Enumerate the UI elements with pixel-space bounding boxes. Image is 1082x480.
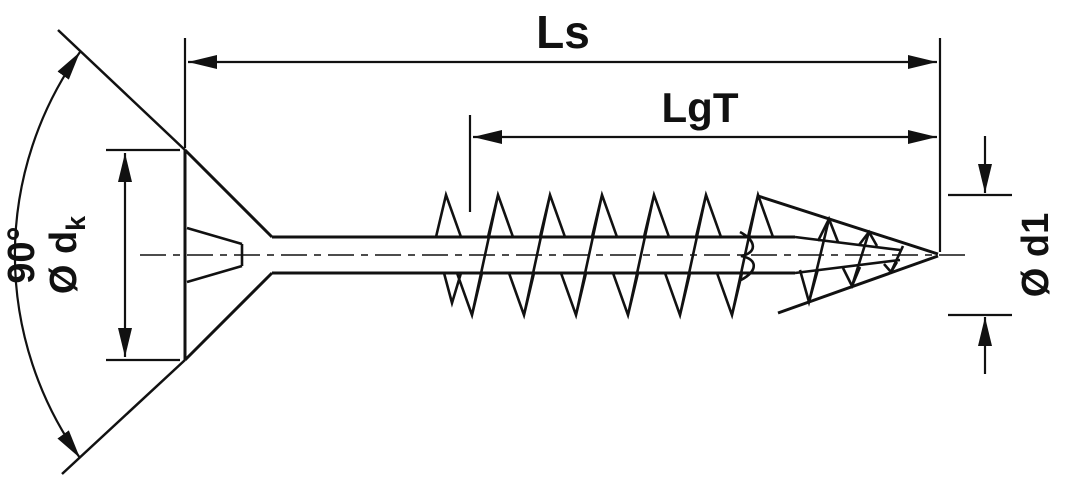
head-diameter-label-main: Ø d (43, 231, 85, 294)
angle-leg-top (57, 29, 186, 151)
thread-profile (434, 190, 775, 320)
head-diameter-label-subscript: k (61, 215, 91, 231)
tip-thread-flanks (807, 218, 905, 303)
total-length-label: Ls (536, 6, 590, 58)
thread-length-dimension: LgT (468, 84, 937, 212)
tip-envelope-bottom (777, 254, 939, 315)
head-angle-label: 90° (1, 226, 43, 283)
drive-recess (186, 226, 244, 284)
total-length-dimension: Ls (183, 6, 942, 252)
tip-core-taper (794, 235, 901, 275)
thread-length-label: LgT (662, 84, 739, 131)
angle-leg-bottom (61, 359, 186, 475)
thread-cut-feature (739, 230, 756, 282)
angle-arc (13, 51, 81, 459)
head-angle-dimension: 90° (1, 29, 186, 475)
tip-threads (798, 215, 905, 307)
head-cone-bottom (183, 271, 274, 362)
tip-envelope-top (757, 194, 939, 256)
head-diameter-label: Ø dk (43, 215, 91, 294)
thread-diameter-dimension: Ø d1 (948, 136, 1057, 374)
thread-helix-lines (434, 190, 775, 320)
head-diameter-dimension: Ø dk (43, 148, 180, 362)
head-cone-top (183, 148, 274, 239)
thread-diameter-label: Ø d1 (1015, 213, 1057, 297)
